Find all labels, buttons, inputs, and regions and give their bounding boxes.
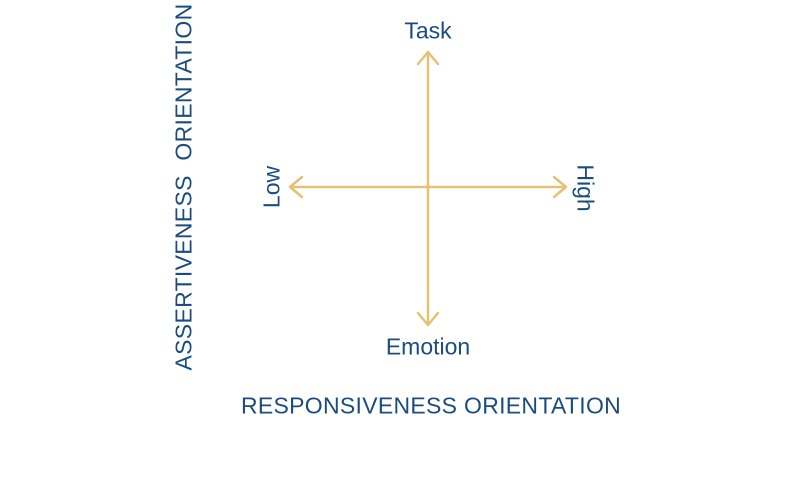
- axis-label-high: High: [572, 164, 599, 212]
- arrow-left-icon: [288, 175, 304, 199]
- assertiveness-orientation-title: ASSERTIVENESS ORIENTATION: [170, 3, 197, 371]
- axis-label-emotion: Emotion: [385, 333, 471, 360]
- arrow-right-icon: [552, 175, 568, 199]
- responsiveness-orientation-title: RESPONSIVENESS ORIENTATION: [240, 392, 622, 419]
- arrow-up-icon: [416, 50, 440, 66]
- axis-label-low: Low: [258, 165, 285, 209]
- axis-label-task: Task: [404, 17, 452, 44]
- arrow-down-icon: [416, 311, 440, 327]
